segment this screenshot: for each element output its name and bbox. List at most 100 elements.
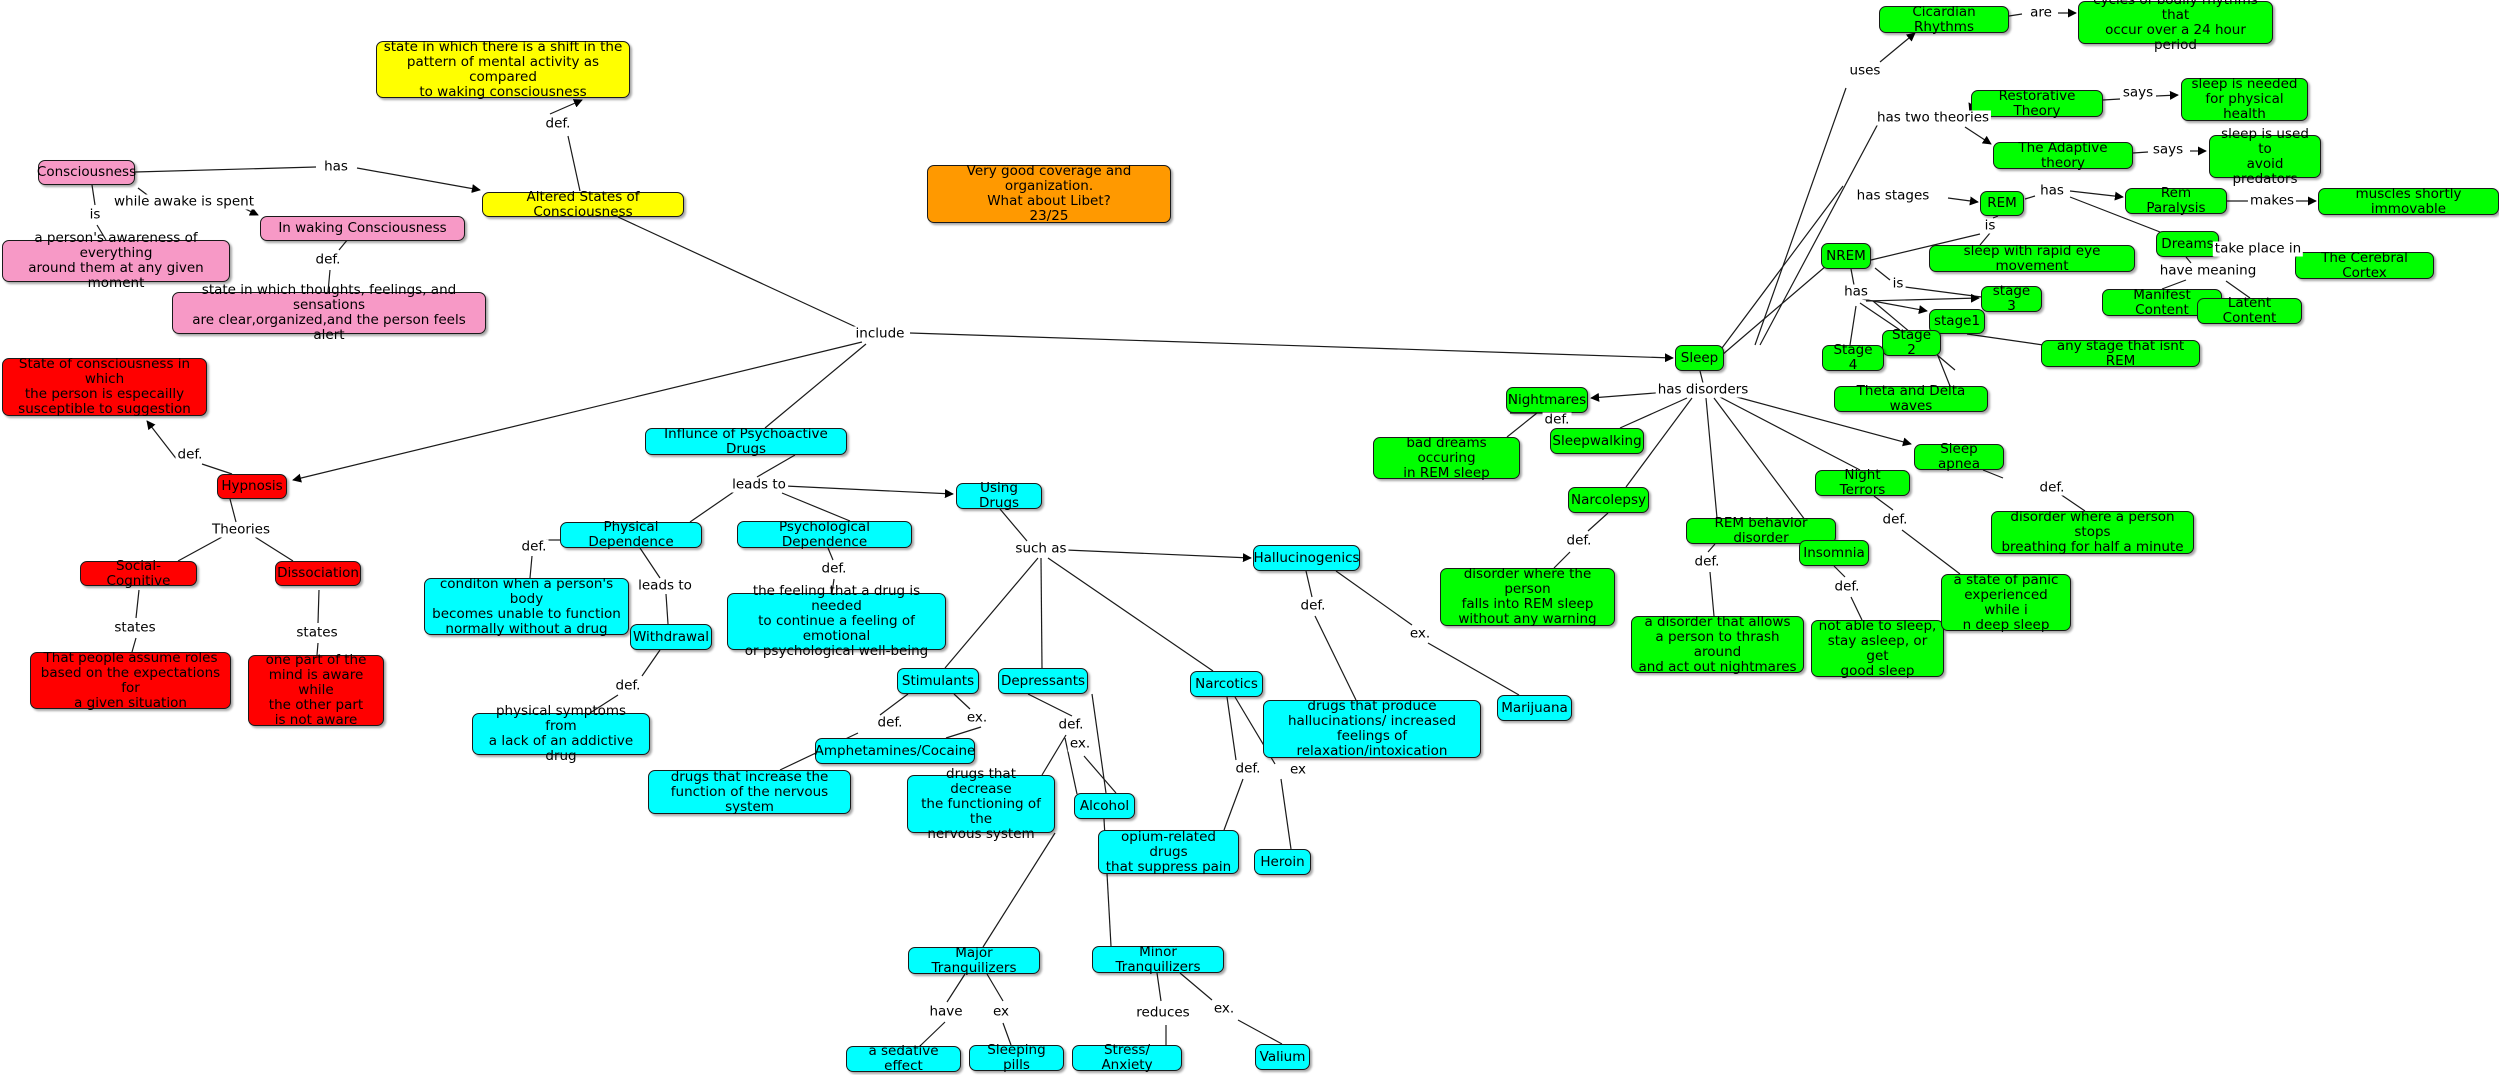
node-stage4[interactable]: Stage 4 (1822, 343, 1884, 373)
link-label-def: def. (875, 714, 905, 731)
node-depressants[interactable]: Depressants (998, 668, 1088, 694)
node-amphetamines[interactable]: Amphetamines/Cocaine (815, 738, 975, 764)
arrow-connector (784, 485, 954, 499)
line-connector (1717, 395, 1861, 471)
node-hypnosis[interactable]: Hypnosis (217, 474, 287, 499)
arrow-connector (292, 341, 863, 483)
node-stimulants[interactable]: Stimulants (897, 668, 979, 694)
node-halluc-def[interactable]: drugs that produce hallucinations/ incre… (1263, 699, 1481, 759)
line-connector (1091, 693, 1107, 794)
node-physical-def[interactable]: conditon when a person's body becomes un… (424, 576, 629, 636)
line-connector (131, 637, 137, 653)
line-connector (1979, 232, 1991, 246)
node-social-cognitive[interactable]: Social-Cognitive (80, 558, 197, 588)
node-narcolepsy[interactable]: Narcolepsy (1568, 487, 1649, 513)
node-apnea-def[interactable]: disorder where a person stops breathing … (1991, 510, 2194, 555)
line-connector (879, 693, 909, 716)
link-label-uses: uses (1847, 62, 1883, 79)
line-connector (1619, 397, 1688, 429)
node-nightmares-def[interactable]: bad dreams occuring in REM sleep (1373, 435, 1520, 480)
node-altered-def[interactable]: state in which there is a shift in the p… (376, 39, 630, 99)
node-sedative[interactable]: a sedative effect (846, 1044, 961, 1074)
link-label-take-place-in: take place in (2212, 240, 2304, 257)
node-heroin[interactable]: Heroin (1254, 849, 1311, 875)
node-withdrawal[interactable]: Withdrawal (630, 624, 712, 650)
node-minor-tranq[interactable]: Minor Tranquilizers (1092, 944, 1224, 974)
node-dreams[interactable]: Dreams (2156, 231, 2219, 257)
node-adaptive[interactable]: The Adaptive theory (1993, 140, 2133, 170)
node-psych-dep[interactable]: Psychological Dependence (737, 519, 912, 549)
node-narcotics[interactable]: Narcotics (1190, 671, 1263, 697)
node-circadian[interactable]: Cicardian Rhythms (1879, 4, 2009, 34)
line-connector (1870, 233, 1981, 261)
node-dissociation-def[interactable]: one part of the mind is aware while the … (248, 653, 384, 728)
node-theta[interactable]: Theta and Delta waves (1834, 384, 1988, 414)
node-rem-def[interactable]: sleep with rapid eye movement (1929, 243, 2135, 273)
node-hypnosis-def[interactable]: State of consciousness in which the pers… (2, 357, 207, 417)
node-sleep[interactable]: Sleep (1675, 345, 1724, 371)
node-stimulants-def[interactable]: drugs that increase the function of the … (648, 769, 851, 814)
node-cerebral[interactable]: The Cerebral Cortex (2295, 250, 2434, 280)
line-connector (1874, 267, 1891, 281)
node-dissociation[interactable]: Dissociation (275, 561, 361, 586)
node-major-tranq[interactable]: Major Tranquilizers (908, 945, 1040, 975)
link-label-reduces: reduces (1134, 1004, 1192, 1021)
node-rem-paralysis[interactable]: Rem Paralysis (2125, 186, 2227, 216)
node-depressants-def[interactable]: drugs that decrease the functioning of t… (907, 766, 1055, 841)
link-label-def: def. (1056, 716, 1086, 733)
node-nightmares[interactable]: Nightmares (1506, 387, 1588, 413)
node-night-terrors[interactable]: Night Terrors (1815, 468, 1910, 498)
node-sleepwalking[interactable]: Sleepwalking (1550, 428, 1644, 454)
node-marijuana[interactable]: Marijuana (1497, 695, 1572, 721)
arrow-connector (356, 167, 481, 194)
node-narcolepsy-def[interactable]: disorder where the person falls into REM… (1440, 567, 1615, 627)
link-label-is: is (1890, 275, 1906, 292)
node-insomnia[interactable]: Insomnia (1799, 540, 1869, 566)
node-latent[interactable]: Latent Content (2197, 296, 2302, 326)
node-using-drugs[interactable]: Using Drugs (956, 481, 1042, 511)
node-restorative-def[interactable]: sleep is needed for physical health (2181, 77, 2308, 122)
line-connector (1506, 412, 1538, 438)
node-stage1[interactable]: stage1 (1929, 309, 1985, 334)
arrow-connector (1065, 549, 1252, 563)
link-label-ex: ex (1287, 761, 1309, 778)
node-nrem[interactable]: NREM (1821, 243, 1871, 269)
node-stress[interactable]: Stress/ Anxiety (1072, 1043, 1182, 1073)
node-sleep-apnea[interactable]: Sleep apnea (1914, 442, 2004, 472)
node-rbd[interactable]: REM behavior disorder (1686, 516, 1836, 546)
node-circadian-def[interactable]: cycles of bodily rhythms that occur over… (2078, 0, 2273, 52)
node-nrem-def[interactable]: any stage that isnt REM (2041, 338, 2200, 368)
node-psychoactive[interactable]: Influnce of Psychoactive Drugs (645, 426, 847, 456)
node-rbd-def[interactable]: a disorder that allows a person to thras… (1631, 614, 1804, 674)
link-label-while-awake: while awake is spent (111, 193, 257, 210)
node-social-def[interactable]: That people assume roles based on the ex… (30, 650, 231, 710)
node-psych-def[interactable]: the feeling that a drug is needed to con… (727, 584, 946, 659)
line-connector (641, 649, 661, 677)
node-instructor-comment[interactable]: Very good coverage and organization. Wha… (927, 164, 1171, 224)
node-physical-dep[interactable]: Physical Dependence (560, 520, 702, 550)
node-hallucinogenics[interactable]: Hallucinogenics (1253, 545, 1360, 571)
node-waking-def[interactable]: state in which thoughts, feelings, and s… (172, 283, 486, 343)
link-label-theories: Theories (209, 521, 273, 538)
node-rem[interactable]: REM (1980, 191, 2024, 216)
node-restorative[interactable]: Restorative Theory (1971, 88, 2103, 118)
node-sleeping-pills[interactable]: Sleeping pills (969, 1043, 1064, 1073)
node-valium[interactable]: Valium (1255, 1044, 1310, 1070)
node-stage3[interactable]: stage 3 (1981, 284, 2042, 314)
node-altered-states[interactable]: Altered States of Consciousness (482, 189, 684, 219)
link-label-has: has (1842, 283, 1870, 300)
link-label-says: says (2120, 84, 2156, 101)
node-night-terrors-def[interactable]: a state of panic experienced while i n d… (1941, 572, 2071, 632)
node-insomnia-def[interactable]: not able to sleep, stay asleep, or get g… (1811, 618, 1944, 678)
node-muscles[interactable]: muscles shortly immovable (2318, 186, 2499, 216)
node-consciousness[interactable]: Consciousness (37, 160, 136, 185)
line-connector (1859, 302, 1901, 331)
link-label-ex: ex (990, 1003, 1012, 1020)
node-alcohol[interactable]: Alcohol (1074, 793, 1135, 819)
line-connector (2161, 279, 2187, 290)
line-connector (229, 498, 237, 523)
node-waking[interactable]: In waking Consciousness (260, 216, 465, 241)
node-stage2[interactable]: Stage 2 (1882, 328, 1941, 358)
link-label-def: def. (519, 538, 549, 555)
node-narcotics-def[interactable]: opium-related drugs that suppress pain (1098, 829, 1239, 874)
